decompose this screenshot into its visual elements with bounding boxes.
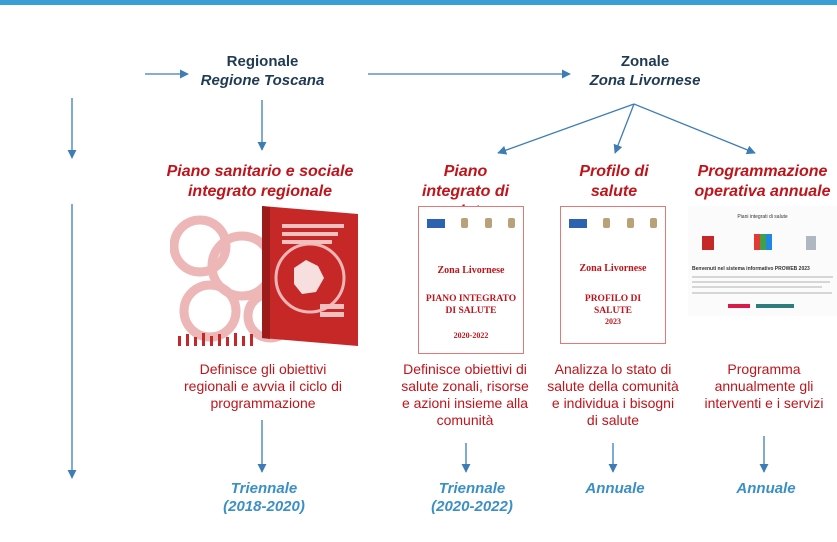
- arrow-zonal-to-pis: [497, 103, 635, 155]
- plan-title-profilo: Profilo di salute: [579, 163, 649, 200]
- tuscany-logo-icon: [702, 236, 714, 250]
- pis-document-cover: Zona Livornese PIANO INTEGRATO DI SALUTE…: [418, 206, 524, 354]
- plan-title-poa: Programmazione operativa annuale: [694, 163, 831, 200]
- eu-logo-icon: [569, 218, 587, 228]
- proweb-button-secondary: [756, 304, 794, 308]
- level-zonal-label: Zonale: [620, 53, 670, 70]
- profilo-logos: [569, 217, 657, 229]
- pis-doc-title: PIANO INTEGRATO DI SALUTE: [425, 294, 517, 316]
- proweb-website-screenshot: Piani integrati di salute Benvenuti nel …: [688, 206, 837, 316]
- crest-icon: [484, 218, 492, 228]
- text-line: [692, 281, 830, 283]
- profilo-doc-title: PROFILO DI SALUTE: [584, 294, 642, 316]
- eu-logo-icon: [427, 218, 445, 228]
- frequency-regional: Triennale (2018-2020): [223, 480, 305, 515]
- plan-description-poa: Programma annualmente gli interventi e i…: [704, 361, 824, 411]
- plan-title-regional: Piano sanitario e sociale integrato regi…: [166, 163, 354, 200]
- plan-description-profilo: Analizza lo stato di salute della comuni…: [547, 361, 679, 428]
- crest-icon: [603, 218, 611, 228]
- regional-plan-cover-image: [170, 206, 358, 354]
- plan-description-pis: Definisce obiettivi di salute zonali, ri…: [401, 361, 529, 428]
- pis-logos: [427, 217, 515, 229]
- crest-icon: [626, 218, 634, 228]
- crest-icon: [507, 218, 515, 228]
- frequency-poa: Annuale: [736, 480, 796, 497]
- frequency-pis: Triennale (2020-2022): [431, 480, 513, 515]
- top-accent-bar: [0, 0, 837, 5]
- text-line: [692, 292, 832, 294]
- level-zonal: Zonale Zona Livornese: [570, 52, 720, 90]
- pis-doc-year: 2020-2022: [453, 331, 489, 340]
- proweb-banner: Benvenuti nel sistema informativo PROWEB…: [692, 266, 810, 272]
- colorful-logo-icon: [754, 234, 772, 250]
- arrow-zonal-to-poa: [633, 103, 756, 155]
- level-zonal-sublabel: Zona Livornese: [589, 72, 701, 89]
- profilo-doc-zona: Zona Livornese: [579, 263, 647, 274]
- pis-doc-zona: Zona Livornese: [437, 265, 505, 276]
- text-line: [692, 276, 833, 278]
- crest-icon: [461, 218, 469, 228]
- profilo-doc-year: 2023: [605, 317, 621, 326]
- profilo-document-cover: Zona Livornese PROFILO DI SALUTE 2023: [560, 206, 666, 344]
- arrow-zonal-to-profilo: [613, 103, 635, 154]
- frequency-profilo: Annuale: [585, 480, 645, 497]
- level-regional: Regionale Regione Toscana: [185, 52, 340, 90]
- text-line: [692, 286, 822, 288]
- proweb-heading: Piani integrati di salute: [737, 214, 788, 220]
- proweb-button-primary: [728, 304, 750, 308]
- level-regional-label: Regionale: [226, 53, 299, 70]
- grey-logo-icon: [806, 236, 816, 250]
- level-regional-sublabel: Regione Toscana: [200, 72, 325, 89]
- plan-description-regional: Definisce gli obiettivi regionali e avvi…: [184, 361, 342, 411]
- crest-icon: [649, 218, 657, 228]
